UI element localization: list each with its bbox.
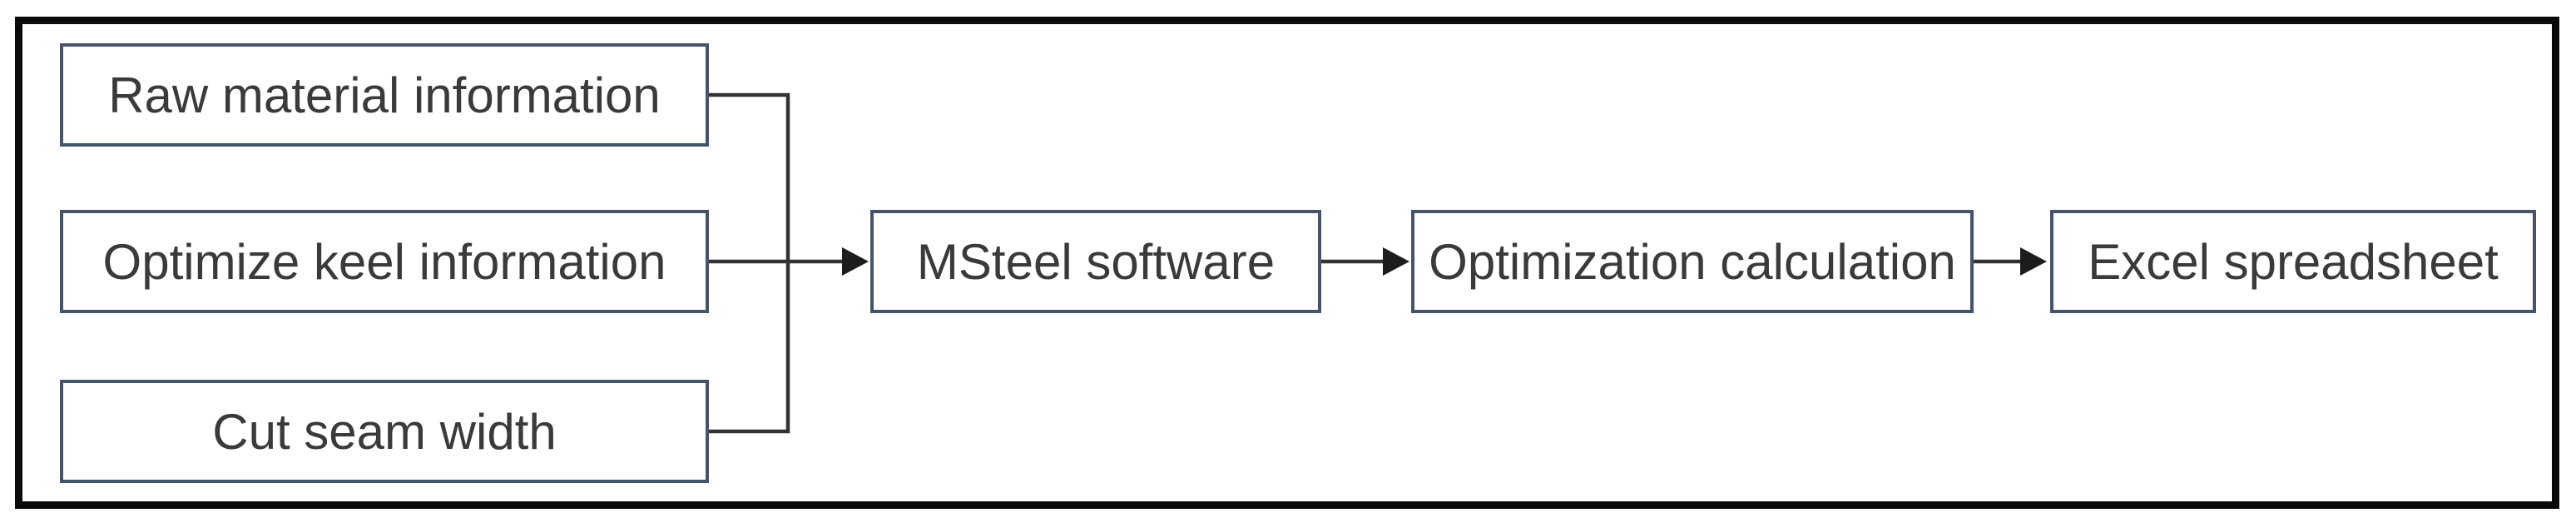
node-cut-seam-width: Cut seam width bbox=[60, 380, 709, 483]
node-optimize-keel-information: Optimize keel information bbox=[60, 210, 709, 313]
node-excel-spreadsheet: Excel spreadsheet bbox=[2050, 210, 2536, 313]
arrowhead-optimization bbox=[1383, 247, 1409, 276]
arrowhead-excel bbox=[2020, 247, 2047, 276]
node-optimization-calculation: Optimization calculation bbox=[1411, 210, 1974, 313]
node-excel-spreadsheet-label: Excel spreadsheet bbox=[2088, 233, 2499, 290]
node-raw-material-information: Raw material information bbox=[60, 43, 709, 147]
node-cut-seam-width-label: Cut seam width bbox=[212, 403, 557, 460]
arrowhead-msteel bbox=[842, 247, 869, 276]
node-optimize-keel-information-label: Optimize keel information bbox=[102, 233, 666, 290]
node-msteel-software: MSteel software bbox=[870, 210, 1321, 313]
node-raw-material-information-label: Raw material information bbox=[108, 67, 661, 123]
node-optimization-calculation-label: Optimization calculation bbox=[1429, 233, 1956, 290]
outer-frame bbox=[15, 17, 2559, 509]
node-msteel-software-label: MSteel software bbox=[916, 233, 1276, 290]
